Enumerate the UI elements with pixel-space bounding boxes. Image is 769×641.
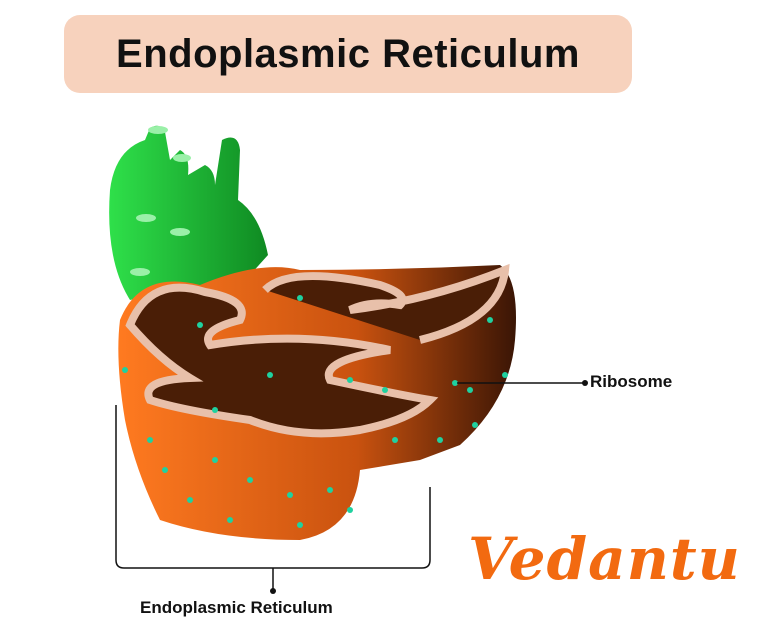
rough-er <box>118 263 516 540</box>
ribosome-label: Ribosome <box>590 372 673 391</box>
smooth-er <box>109 125 268 300</box>
er-label: Endoplasmic Reticulum <box>140 598 333 617</box>
vedantu-logo: Vedantu <box>468 525 741 593</box>
title-banner: Endoplasmic Reticulum <box>64 15 632 93</box>
page-title: Endoplasmic Reticulum <box>116 31 580 76</box>
